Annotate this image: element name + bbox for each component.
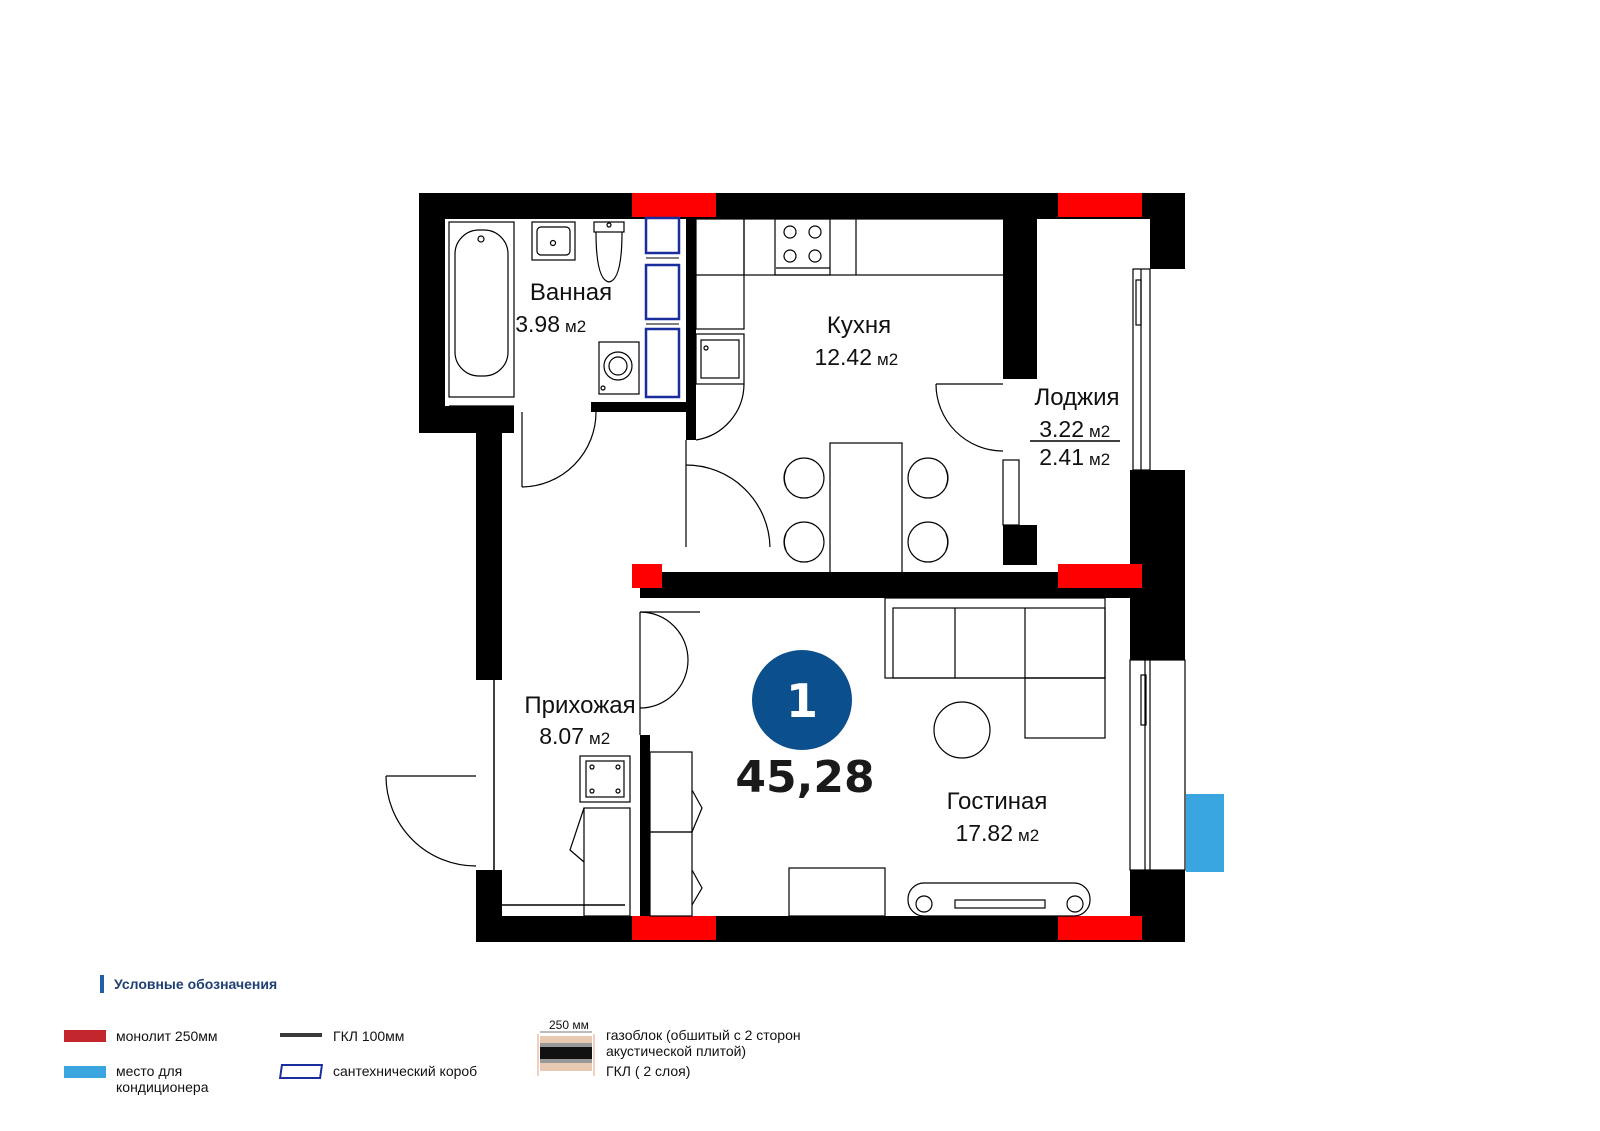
room-area-loggia: 3.22 — [1039, 416, 1084, 442]
dining-table — [829, 442, 903, 574]
washing-machine — [598, 341, 640, 395]
kitchen-fixtures — [685, 218, 1020, 574]
kitchen-sink — [695, 333, 745, 385]
legend-swatch-plumbing — [278, 1064, 324, 1079]
legend-title: Условные обозначения — [100, 975, 277, 993]
rooms-count: 1 — [786, 674, 818, 728]
wall-left-bath — [419, 193, 445, 433]
rooms-count-badge — [752, 650, 852, 750]
wall-kitchen-living — [640, 572, 1130, 598]
total-area: 45,28 — [735, 752, 874, 803]
plumbing-boxes — [644, 216, 681, 399]
room-unit-loggia: м2 — [1089, 422, 1110, 441]
legend-swatch-gkl100 — [280, 1033, 322, 1037]
room-unit-bathroom: м2 — [565, 317, 586, 336]
room-area2-loggia: 2.41 — [1039, 444, 1084, 470]
hallway-fixtures — [385, 611, 703, 917]
windows — [1129, 268, 1186, 871]
legend-monolith: монолит 250мм — [116, 1028, 218, 1044]
wall-bath-kitchen — [686, 215, 696, 440]
coffee-table — [933, 701, 991, 759]
sofa — [884, 597, 1106, 679]
ac-place — [1186, 794, 1224, 872]
room-name-hallway: Прихожая — [524, 692, 635, 719]
wall-top — [419, 193, 1185, 219]
legend-gkl2: ГКЛ ( 2 слоя) — [606, 1063, 691, 1079]
monolith-mid-left — [632, 564, 662, 588]
room-unit-kitchen: м2 — [877, 350, 898, 369]
room-area-living: 17.82 — [955, 820, 1013, 846]
chairs — [783, 457, 949, 563]
legend-ac-place: место для кондиционера — [116, 1063, 209, 1095]
toilet — [593, 221, 625, 233]
wall-bath-hall — [591, 402, 696, 412]
room-area-kitchen: 12.42 — [814, 344, 872, 370]
wall-right-top — [1150, 193, 1185, 269]
monolith-bottom-right — [1058, 916, 1142, 940]
legend-swatch-ac — [64, 1066, 106, 1078]
room-name-living: Гостиная — [947, 788, 1048, 815]
room-unit-hallway: м2 — [589, 729, 610, 748]
legend-swatch-gasblock — [537, 1031, 595, 1076]
hob — [774, 218, 831, 276]
room-area-bathroom: 3.98 — [515, 311, 560, 337]
wall-loggia-lower — [1003, 525, 1037, 565]
monolith-top-right — [1058, 193, 1142, 217]
wall-loggia — [1003, 193, 1037, 379]
room-name-bathroom: Ванная — [530, 279, 612, 306]
room-name-loggia: Лоджия — [1034, 384, 1119, 411]
wall-left-hall-upper — [476, 418, 502, 680]
sink — [531, 221, 576, 261]
monolith-mid-right — [1058, 564, 1142, 588]
legend-gkl100: ГКЛ 100мм — [333, 1028, 405, 1044]
wall-hall-living — [640, 735, 650, 925]
bathroom-fixtures — [448, 221, 640, 488]
room-labels: Ванная 3.98 м2 Кухня 12.42 м2 Лоджия 3.2… — [515, 279, 1120, 846]
legend-plumbing-box: сантехнический короб — [333, 1063, 478, 1079]
room-name-kitchen: Кухня — [827, 312, 891, 339]
legend-gasblock: газоблок (обшитый с 2 сторон акустическо… — [606, 1027, 801, 1059]
room-unit-living: м2 — [1018, 826, 1039, 845]
living-fixtures — [788, 597, 1106, 917]
inner-lines — [439, 214, 1011, 940]
monolith-bottom-left — [632, 916, 716, 940]
monolith-top-left — [632, 193, 716, 217]
monolith-segments — [632, 193, 1142, 940]
legend-swatch-monolith — [64, 1030, 106, 1042]
room-unit2-loggia: м2 — [1089, 450, 1110, 469]
legend-gasblock-dim: 250 мм — [549, 1018, 589, 1032]
boiler — [579, 755, 631, 803]
dresser — [788, 867, 886, 917]
bathtub — [448, 221, 515, 398]
tv-stand — [907, 882, 1091, 917]
room-area-hallway: 8.07 — [539, 723, 584, 749]
